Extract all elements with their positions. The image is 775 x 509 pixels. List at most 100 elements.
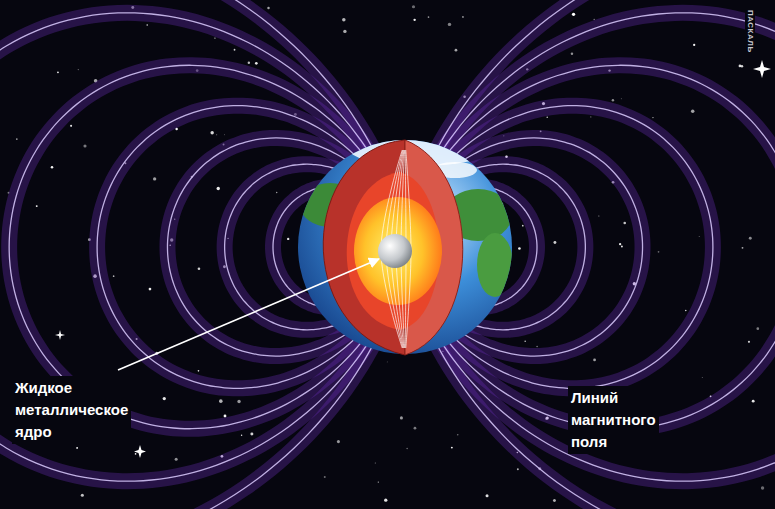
star [386, 361, 388, 363]
star [536, 346, 538, 348]
star [287, 238, 289, 240]
star [70, 125, 72, 127]
star [693, 44, 695, 46]
star [619, 243, 621, 245]
star [742, 247, 744, 249]
star [428, 16, 430, 18]
field-line [452, 106, 713, 389]
field-band [446, 65, 775, 428]
star [153, 177, 156, 180]
star [237, 400, 240, 403]
field-label-box: Линий магнитного поля [568, 386, 659, 454]
earth-sphere [298, 140, 512, 354]
star [248, 62, 250, 64]
star [219, 399, 223, 403]
star [518, 247, 521, 250]
star [57, 71, 59, 73]
star [623, 222, 626, 225]
field-line [446, 65, 775, 428]
star [384, 499, 387, 502]
star [749, 237, 752, 240]
star [78, 69, 79, 70]
star [658, 251, 660, 253]
star [522, 225, 524, 227]
star [517, 468, 519, 470]
star [571, 53, 573, 55]
star [553, 499, 556, 502]
callout-label-box: Жидкое металлическое ядро [12, 376, 131, 444]
star-field [8, 5, 765, 502]
star [76, 447, 78, 449]
star [701, 376, 703, 378]
field-band [437, 0, 775, 509]
field-line [437, 0, 775, 509]
star [216, 134, 217, 135]
star [146, 24, 148, 26]
star [36, 205, 38, 207]
star [594, 19, 595, 20]
star [612, 99, 614, 101]
star [590, 116, 591, 117]
star [412, 5, 415, 8]
star [620, 98, 622, 100]
star [198, 370, 200, 372]
star [113, 275, 115, 277]
star [81, 494, 84, 497]
star [414, 427, 417, 430]
leader-line [118, 259, 379, 370]
star [621, 246, 623, 248]
star [214, 38, 215, 39]
star [413, 19, 415, 21]
star [406, 448, 407, 449]
star [451, 447, 453, 449]
star [241, 435, 242, 436]
star [324, 476, 326, 478]
star [756, 327, 759, 330]
watermark: ПАСКАЛЬ [745, 8, 755, 55]
star [217, 187, 220, 190]
star [455, 49, 458, 52]
field-line [442, 13, 775, 481]
field-band [452, 106, 713, 389]
star [652, 117, 653, 118]
field-band [459, 138, 643, 356]
star [51, 166, 54, 169]
star [198, 267, 201, 270]
star [135, 453, 137, 455]
star [486, 494, 489, 497]
star [400, 416, 403, 419]
star [210, 131, 213, 134]
star [374, 462, 376, 464]
star [457, 434, 459, 436]
star [698, 236, 700, 238]
star [462, 16, 464, 18]
star [224, 415, 227, 418]
star [267, 7, 270, 10]
star [553, 241, 556, 244]
star [250, 432, 253, 435]
star [546, 117, 548, 119]
star [761, 486, 764, 489]
star [175, 458, 178, 461]
star [337, 440, 340, 443]
star [149, 288, 152, 291]
sparkle [55, 60, 771, 458]
star [752, 400, 755, 403]
star [255, 62, 258, 65]
star [739, 65, 742, 68]
star [691, 110, 694, 113]
watermark-box: ПАСКАЛЬ [744, 8, 762, 55]
field-label: Линий магнитного поля [568, 386, 659, 454]
inner-core [378, 234, 412, 268]
star [343, 30, 346, 33]
callout-label: Жидкое металлическое ядро [12, 376, 131, 444]
star [276, 192, 277, 193]
star [16, 138, 18, 140]
star [83, 144, 86, 147]
star [748, 341, 750, 343]
star [598, 215, 600, 217]
star [685, 310, 686, 311]
star [234, 49, 236, 51]
